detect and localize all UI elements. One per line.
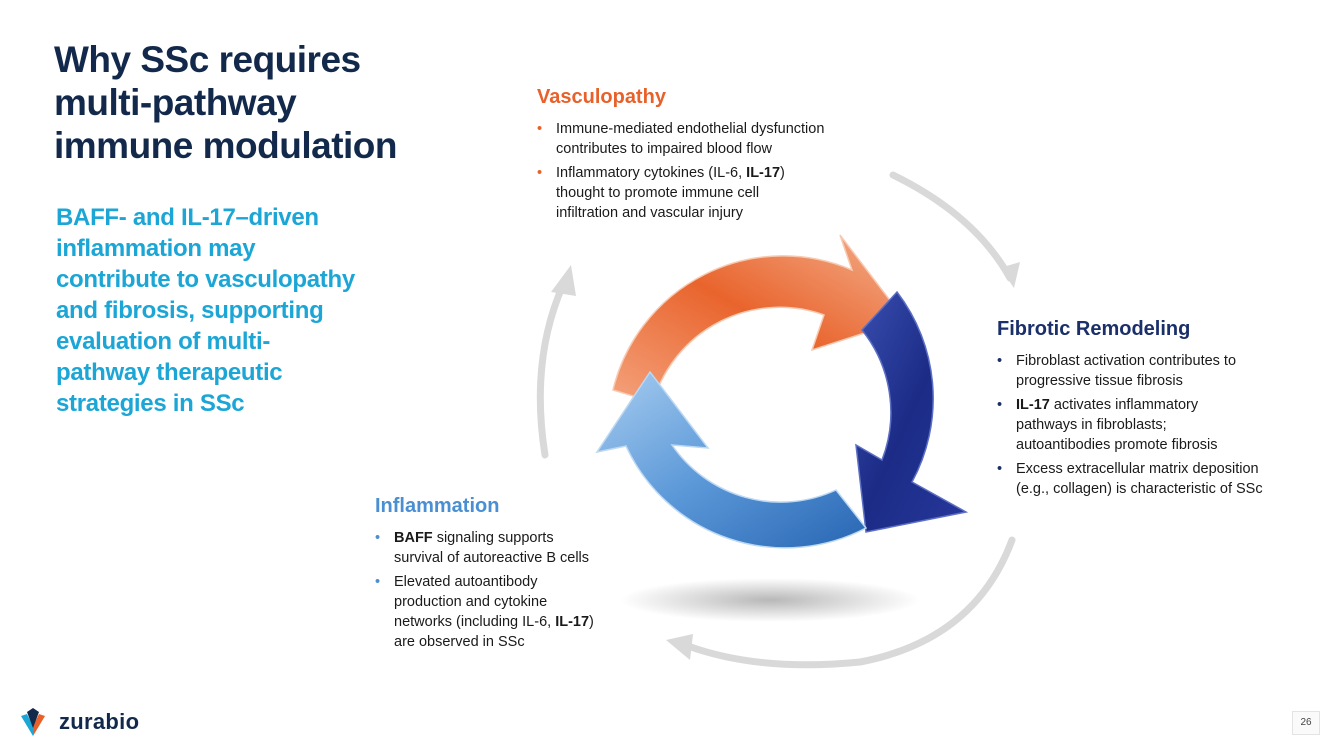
bullet-line: thought to promote immune cell — [556, 183, 867, 203]
bullet-marker: • — [537, 165, 543, 181]
bullet-line: (e.g., collagen) is characteristic of SS… — [1016, 479, 1317, 499]
guide-arrow-left — [536, 281, 567, 459]
bullet-line: are observed in SSc — [394, 632, 635, 652]
bullet-line: networks (including IL-6, IL-17) — [394, 612, 635, 632]
bullet-text: progressive tissue fibrosis — [1016, 373, 1183, 389]
guide-arrowhead-top-right — [1000, 262, 1020, 288]
bullet-line: production and cytokine — [394, 592, 635, 612]
fibrotic-section: Fibrotic Remodeling • Fibroblast activati… — [997, 318, 1317, 503]
fibrotic-heading: Fibrotic Remodeling — [997, 318, 1191, 340]
bullet-text: pathways in fibroblasts; — [1016, 417, 1167, 433]
inflammation-bullet-item: • Elevated autoantibody production and cyt… — [375, 572, 635, 652]
bullet-text: (e.g., collagen) is characteristic of SS… — [1016, 481, 1263, 497]
bullet-line: IL-17 activates inflammatory — [1016, 395, 1317, 415]
inflammation-list: • BAFF signaling supports survival of auto… — [375, 528, 635, 652]
subtitle-line: strategies in SSc — [56, 390, 245, 417]
vasculopathy-heading: Vasculopathy — [537, 86, 666, 108]
bullet-line: autoantibodies promote fibrosis — [1016, 435, 1317, 455]
bullet-line: pathways in fibroblasts; — [1016, 415, 1317, 435]
slide-title: Why SSc requires multi-pathway immune mo… — [54, 38, 474, 167]
emphasized-term: IL-17 — [746, 165, 781, 181]
fibrotic-arrow — [855, 290, 969, 533]
bullet-line: BAFF signaling supports — [394, 528, 635, 548]
vasculopathy-list: • Immune-mediated endothelial dysfunction… — [537, 119, 867, 223]
inflammation-heading: Inflammation — [375, 495, 500, 517]
bullet-text: Inflammatory cytokines (IL-6, — [556, 165, 747, 181]
bullet-line: progressive tissue fibrosis — [1016, 371, 1317, 391]
bullet-text: infiltration and vascular injury — [556, 205, 743, 221]
bullet-text: thought to promote immune cell — [556, 185, 760, 201]
bullet-marker: • — [537, 121, 543, 137]
vasculopathy-section: Vasculopathy • Immune-mediated endothelia… — [537, 86, 867, 227]
bullet-marker: • — [375, 574, 381, 590]
bullet-text: Excess extracellular matrix deposition — [1016, 461, 1259, 477]
vasculopathy-bullet-item: • Immune-mediated endothelial dysfunction… — [537, 119, 867, 159]
subtitle-line: contribute to vasculopathy — [56, 266, 355, 293]
bullet-text: contributes to impaired blood flow — [556, 141, 773, 157]
zurabio-logo: zurabio — [17, 705, 139, 739]
fibrotic-bullet-item: • Fibroblast activation contributes to pro… — [997, 351, 1317, 391]
vasculopathy-bullet-item: • Inflammatory cytokines (IL-6, IL-17) tho… — [537, 163, 867, 223]
bullet-marker: • — [375, 530, 381, 546]
bullet-marker: • — [997, 397, 1003, 413]
bullet-text: ) — [780, 165, 785, 181]
bullet-text: autoantibodies promote fibrosis — [1016, 437, 1218, 453]
bullet-text: networks (including IL-6, — [394, 614, 556, 630]
title-line: multi-pathway — [54, 82, 297, 123]
guide-arrow-bottom-right — [684, 536, 1016, 669]
guide-arrow-top-right — [889, 171, 1014, 282]
bullet-text: are observed in SSc — [394, 634, 525, 650]
inflammation-section: Inflammation • BAFF signaling supports sur… — [375, 495, 635, 656]
emphasized-term: BAFF — [394, 530, 433, 546]
title-line: immune modulation — [54, 125, 398, 166]
bullet-text: production and cytokine — [394, 594, 548, 610]
fibrotic-bullet-item: • IL-17 activates inflammatory pathways in… — [997, 395, 1317, 455]
guide-arrowhead-left — [551, 265, 576, 296]
bullet-text: Elevated autoantibody — [394, 574, 538, 590]
guide-arrowhead-bottom-right — [666, 634, 693, 660]
subtitle-line: pathway therapeutic — [56, 359, 283, 386]
slide-subtitle: BAFF- and IL-17–driven inflammation may … — [56, 202, 406, 419]
bullet-text: activates inflammatory — [1049, 397, 1199, 413]
bullet-text: ) — [589, 614, 594, 630]
bullet-text: survival of autoreactive B cells — [394, 550, 590, 566]
bullet-line: Fibroblast activation contributes to — [1016, 351, 1317, 371]
bullet-line: Immune-mediated endothelial dysfunction — [556, 119, 867, 139]
subtitle-line: inflammation may — [56, 235, 256, 262]
bullet-text: signaling supports — [432, 530, 554, 546]
inflammation-bullet-item: • BAFF signaling supports survival of auto… — [375, 528, 635, 568]
subtitle-line: and fibrosis, supporting — [56, 297, 324, 324]
vasculopathy-arrow — [612, 234, 907, 403]
title-line: Why SSc requires — [54, 39, 361, 80]
inflammation-arrow — [595, 370, 868, 549]
bullet-marker: • — [997, 353, 1003, 369]
logo-wordmark: zurabio — [59, 709, 140, 734]
cycle-shadow — [620, 578, 920, 622]
subtitle-line: evaluation of multi- — [56, 328, 271, 355]
bullet-line: Elevated autoantibody — [394, 572, 635, 592]
page-number: 26 — [1292, 711, 1320, 735]
bullet-line: Inflammatory cytokines (IL-6, IL-17) — [556, 163, 867, 183]
zurabio-logo-icon — [21, 708, 45, 736]
bullet-text: Fibroblast activation contributes to — [1016, 353, 1237, 369]
bullet-marker: • — [997, 461, 1003, 477]
bullet-text: Immune-mediated endothelial dysfunction — [556, 121, 825, 137]
bullet-line: contributes to impaired blood flow — [556, 139, 867, 159]
fibrotic-bullet-item: • Excess extracellular matrix deposition (… — [997, 459, 1317, 499]
subtitle-line: BAFF- and IL-17–driven — [56, 204, 319, 231]
fibrotic-list: • Fibroblast activation contributes to pro… — [997, 351, 1317, 499]
bullet-line: Excess extracellular matrix deposition — [1016, 459, 1317, 479]
bullet-line: infiltration and vascular injury — [556, 203, 867, 223]
emphasized-term: IL-17 — [1016, 397, 1050, 413]
emphasized-term: IL-17 — [555, 614, 590, 630]
bullet-line: survival of autoreactive B cells — [394, 548, 635, 568]
